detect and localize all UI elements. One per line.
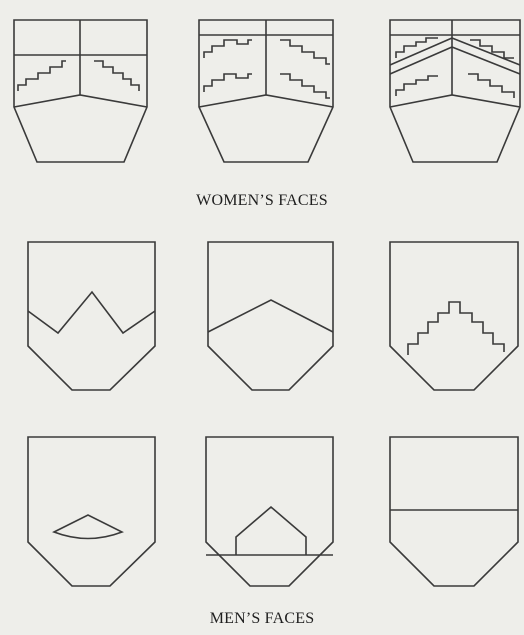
chin-chevron [199, 95, 333, 107]
zigzag-upper-right [280, 40, 330, 64]
men-face-5 [206, 437, 333, 586]
mens-faces-row-2 [28, 437, 518, 586]
men-face-4 [28, 437, 155, 586]
men-face-2 [208, 242, 333, 390]
zigzag-right [94, 61, 139, 91]
chin-chevron [14, 95, 147, 107]
womens-faces-caption: WOMEN’S FACES [0, 192, 524, 210]
women-face-1 [14, 20, 147, 162]
chin-chevron [390, 95, 520, 107]
zigzag-upper-left [204, 40, 252, 58]
double-chevron-inner [390, 47, 520, 74]
men-face-3 [390, 242, 518, 390]
mens-faces-caption: MEN’S FACES [0, 610, 524, 628]
face-outline [208, 242, 333, 390]
womens-faces-group [14, 20, 520, 162]
zigzag-lower-left [396, 76, 438, 96]
men-face-1 [28, 242, 155, 390]
stepped-pyramid [408, 302, 504, 355]
zigzag-lower-right [280, 74, 330, 98]
zigzag-upper-right [470, 40, 514, 58]
face-outline [390, 437, 518, 586]
crescent-mouth [54, 515, 122, 539]
house-shape [236, 507, 306, 555]
face-outline [390, 20, 520, 162]
zigzag-lower-left [204, 74, 252, 92]
face-outline [28, 437, 155, 586]
w-shaped-band [28, 292, 155, 333]
zigzag-left [18, 61, 66, 91]
women-face-2 [199, 20, 333, 162]
women-face-3 [390, 20, 520, 162]
face-outline [390, 242, 518, 390]
zigzag-lower-right [468, 74, 514, 98]
chevron-band [208, 300, 333, 332]
face-outline [28, 242, 155, 390]
face-outline [206, 437, 333, 586]
mens-faces-row-1 [28, 242, 518, 390]
men-face-6 [390, 437, 518, 586]
